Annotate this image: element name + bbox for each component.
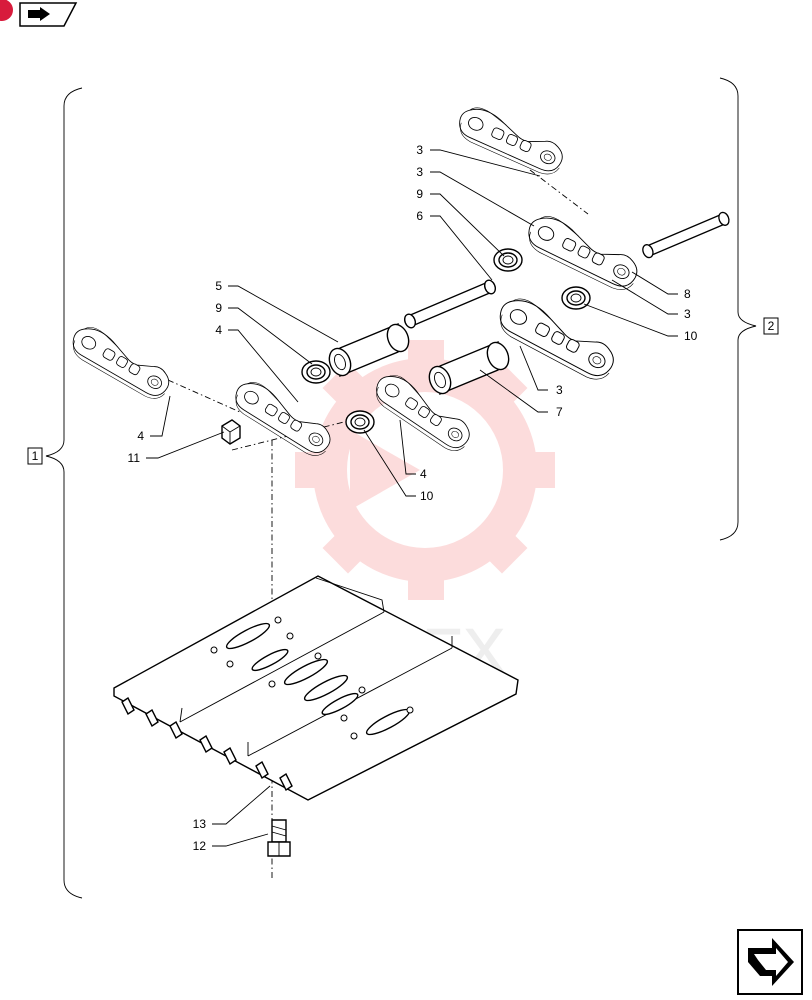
track-link-center <box>228 375 338 462</box>
callout-3a: 3 <box>416 143 423 157</box>
assembly-centerlines <box>167 169 589 880</box>
prev-page-arrow-icon <box>28 7 50 21</box>
group-2-bracket <box>719 77 757 541</box>
nav-next-button[interactable] <box>737 929 803 995</box>
callout-3b: 3 <box>416 165 423 179</box>
callout-13: 13 <box>193 817 207 831</box>
callout-3d: 3 <box>556 383 563 397</box>
callout-4c: 4 <box>420 467 427 481</box>
seal-ring-9-lower <box>301 360 331 384</box>
seal-ring-10-lower <box>345 410 375 434</box>
track-link-left <box>65 320 177 405</box>
track-link-upper-right <box>521 209 645 296</box>
track-shoe-plate <box>113 575 519 801</box>
callout-labels: 3 3 9 6 5 9 4 4 11 8 3 10 3 7 4 10 13 12 <box>128 143 698 853</box>
group-1-label: 1 <box>32 449 39 463</box>
callout-11: 11 <box>128 451 141 465</box>
nut-11 <box>221 419 241 445</box>
callout-5: 5 <box>215 279 222 293</box>
track-pin-upper <box>640 210 732 260</box>
callout-10b: 10 <box>420 489 434 503</box>
seal-ring-10-upper <box>561 286 591 310</box>
callout-9b: 9 <box>215 301 222 315</box>
callout-4a: 4 <box>215 323 222 337</box>
callout-9a: 9 <box>416 187 423 201</box>
track-link-right <box>491 291 622 386</box>
track-pin-6 <box>402 277 498 331</box>
callout-8: 8 <box>684 287 691 301</box>
group-1-box: 1 <box>27 447 43 465</box>
seal-ring-9-upper <box>493 248 523 272</box>
nav-prev-button[interactable] <box>0 0 78 27</box>
page-badge <box>0 0 13 21</box>
callout-6: 6 <box>416 209 423 223</box>
callout-3c: 3 <box>684 307 691 321</box>
group-1-bracket <box>45 87 83 899</box>
track-link-top <box>452 101 570 180</box>
callout-12: 12 <box>193 839 207 853</box>
bolt-12 <box>267 819 291 857</box>
callout-4b: 4 <box>137 429 144 443</box>
leader-lines <box>146 149 678 847</box>
group-2-label: 2 <box>768 319 775 333</box>
callout-10a: 10 <box>684 329 698 343</box>
group-2-box: 2 <box>763 317 779 335</box>
callout-7: 7 <box>556 405 563 419</box>
next-page-arrow-icon <box>748 938 794 986</box>
